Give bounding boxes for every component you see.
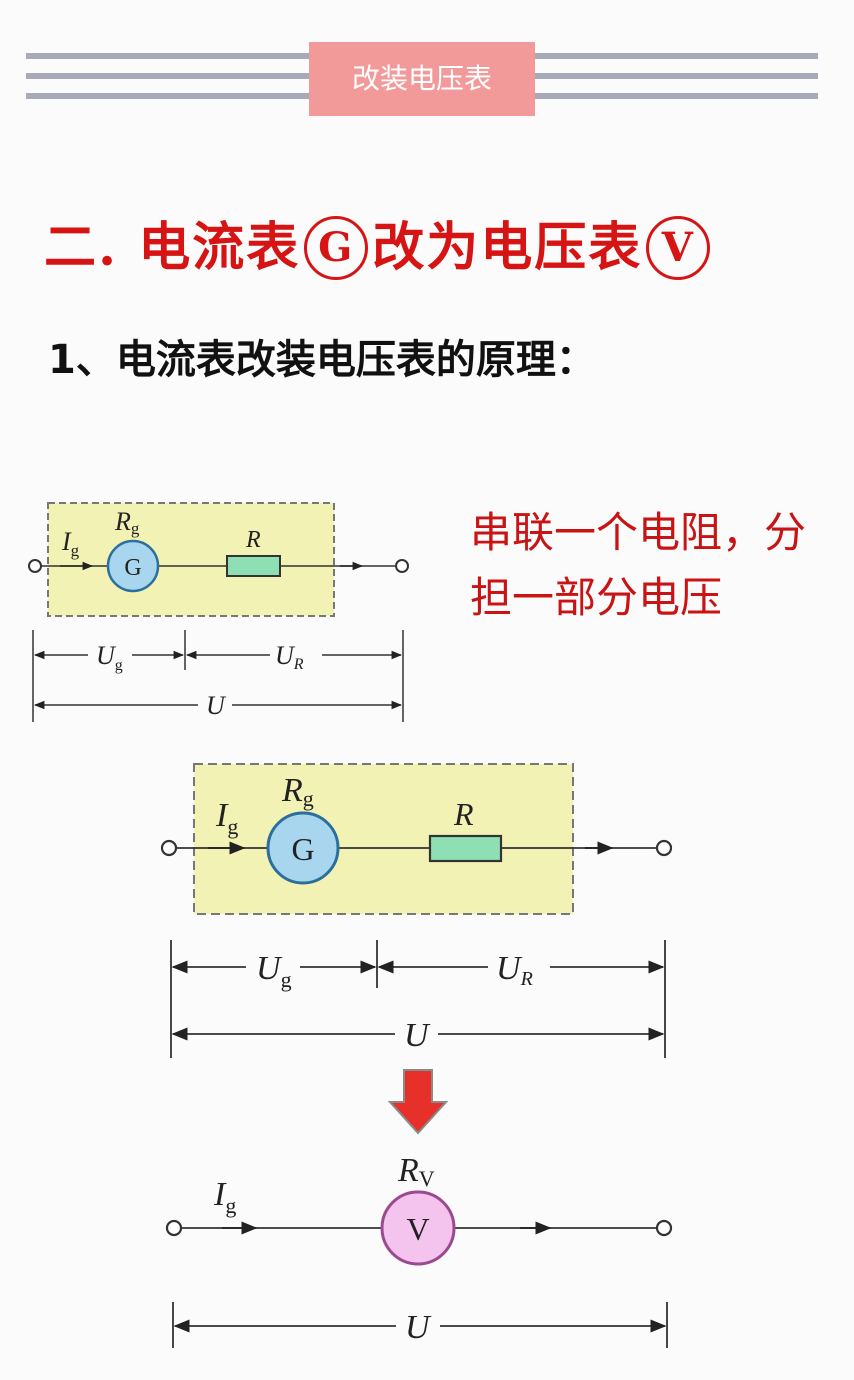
voltmeter-terminal-right: [655, 1219, 673, 1237]
voltmeter-u-label: U: [405, 1309, 432, 1346]
voltmeter-symbol: V: [406, 1211, 429, 1247]
small-circuit: G Ig Rg R Ug UR U: [28, 502, 409, 722]
small-dashed-box: [47, 502, 335, 617]
voltmeter-circle-symbol: V: [646, 215, 711, 280]
large-ug-label: Ug: [256, 950, 292, 992]
small-u-label: U: [206, 691, 227, 720]
small-r-label: R: [245, 527, 261, 553]
heading-part2: 改为电压表: [372, 217, 643, 278]
large-galvanometer: [266, 811, 340, 885]
principle-note: 串联一个电阻，分担一部分电压: [470, 508, 807, 622]
small-rg-label: Rg: [114, 507, 140, 538]
voltmeter-rv-label: RV: [397, 1152, 435, 1191]
voltmeter-circuit: V Ig RV U: [165, 1152, 673, 1348]
small-ug-label: Ug: [96, 641, 123, 674]
small-ur-label: UR: [275, 641, 304, 673]
voltmeter: [380, 1190, 456, 1266]
small-current-label: Ig: [61, 527, 80, 560]
large-rg-label: Rg: [281, 772, 314, 811]
galvanometer-circle-symbol: G: [304, 215, 369, 280]
large-ur-label: UR: [496, 950, 533, 990]
small-resistor: [226, 555, 281, 577]
voltmeter-current-label: Ig: [213, 1176, 236, 1218]
small-terminal-left: [28, 559, 42, 573]
small-galvanometer: [106, 539, 160, 593]
small-galvanometer-symbol: G: [124, 555, 141, 581]
down-arrow-icon: [387, 1069, 449, 1135]
small-terminal-right: [395, 559, 409, 573]
voltmeter-terminal-left: [165, 1219, 183, 1237]
large-resistor: [428, 834, 503, 863]
large-terminal-left: [160, 839, 178, 857]
large-dashed-box: [193, 763, 574, 915]
large-terminal-right: [655, 839, 673, 857]
large-current-label: Ig: [215, 797, 238, 839]
large-r-label: R: [453, 796, 474, 832]
large-u-label: U: [404, 1017, 431, 1054]
large-galvanometer-symbol: G: [291, 831, 314, 867]
heading-part1: 二. 电流表: [44, 217, 301, 278]
section-tag: 改装电压表: [309, 42, 535, 116]
large-circuit: G Ig Rg R Ug UR U: [160, 763, 673, 1058]
principle-subheading: 1、电流表改装电压表的原理：: [48, 337, 596, 383]
